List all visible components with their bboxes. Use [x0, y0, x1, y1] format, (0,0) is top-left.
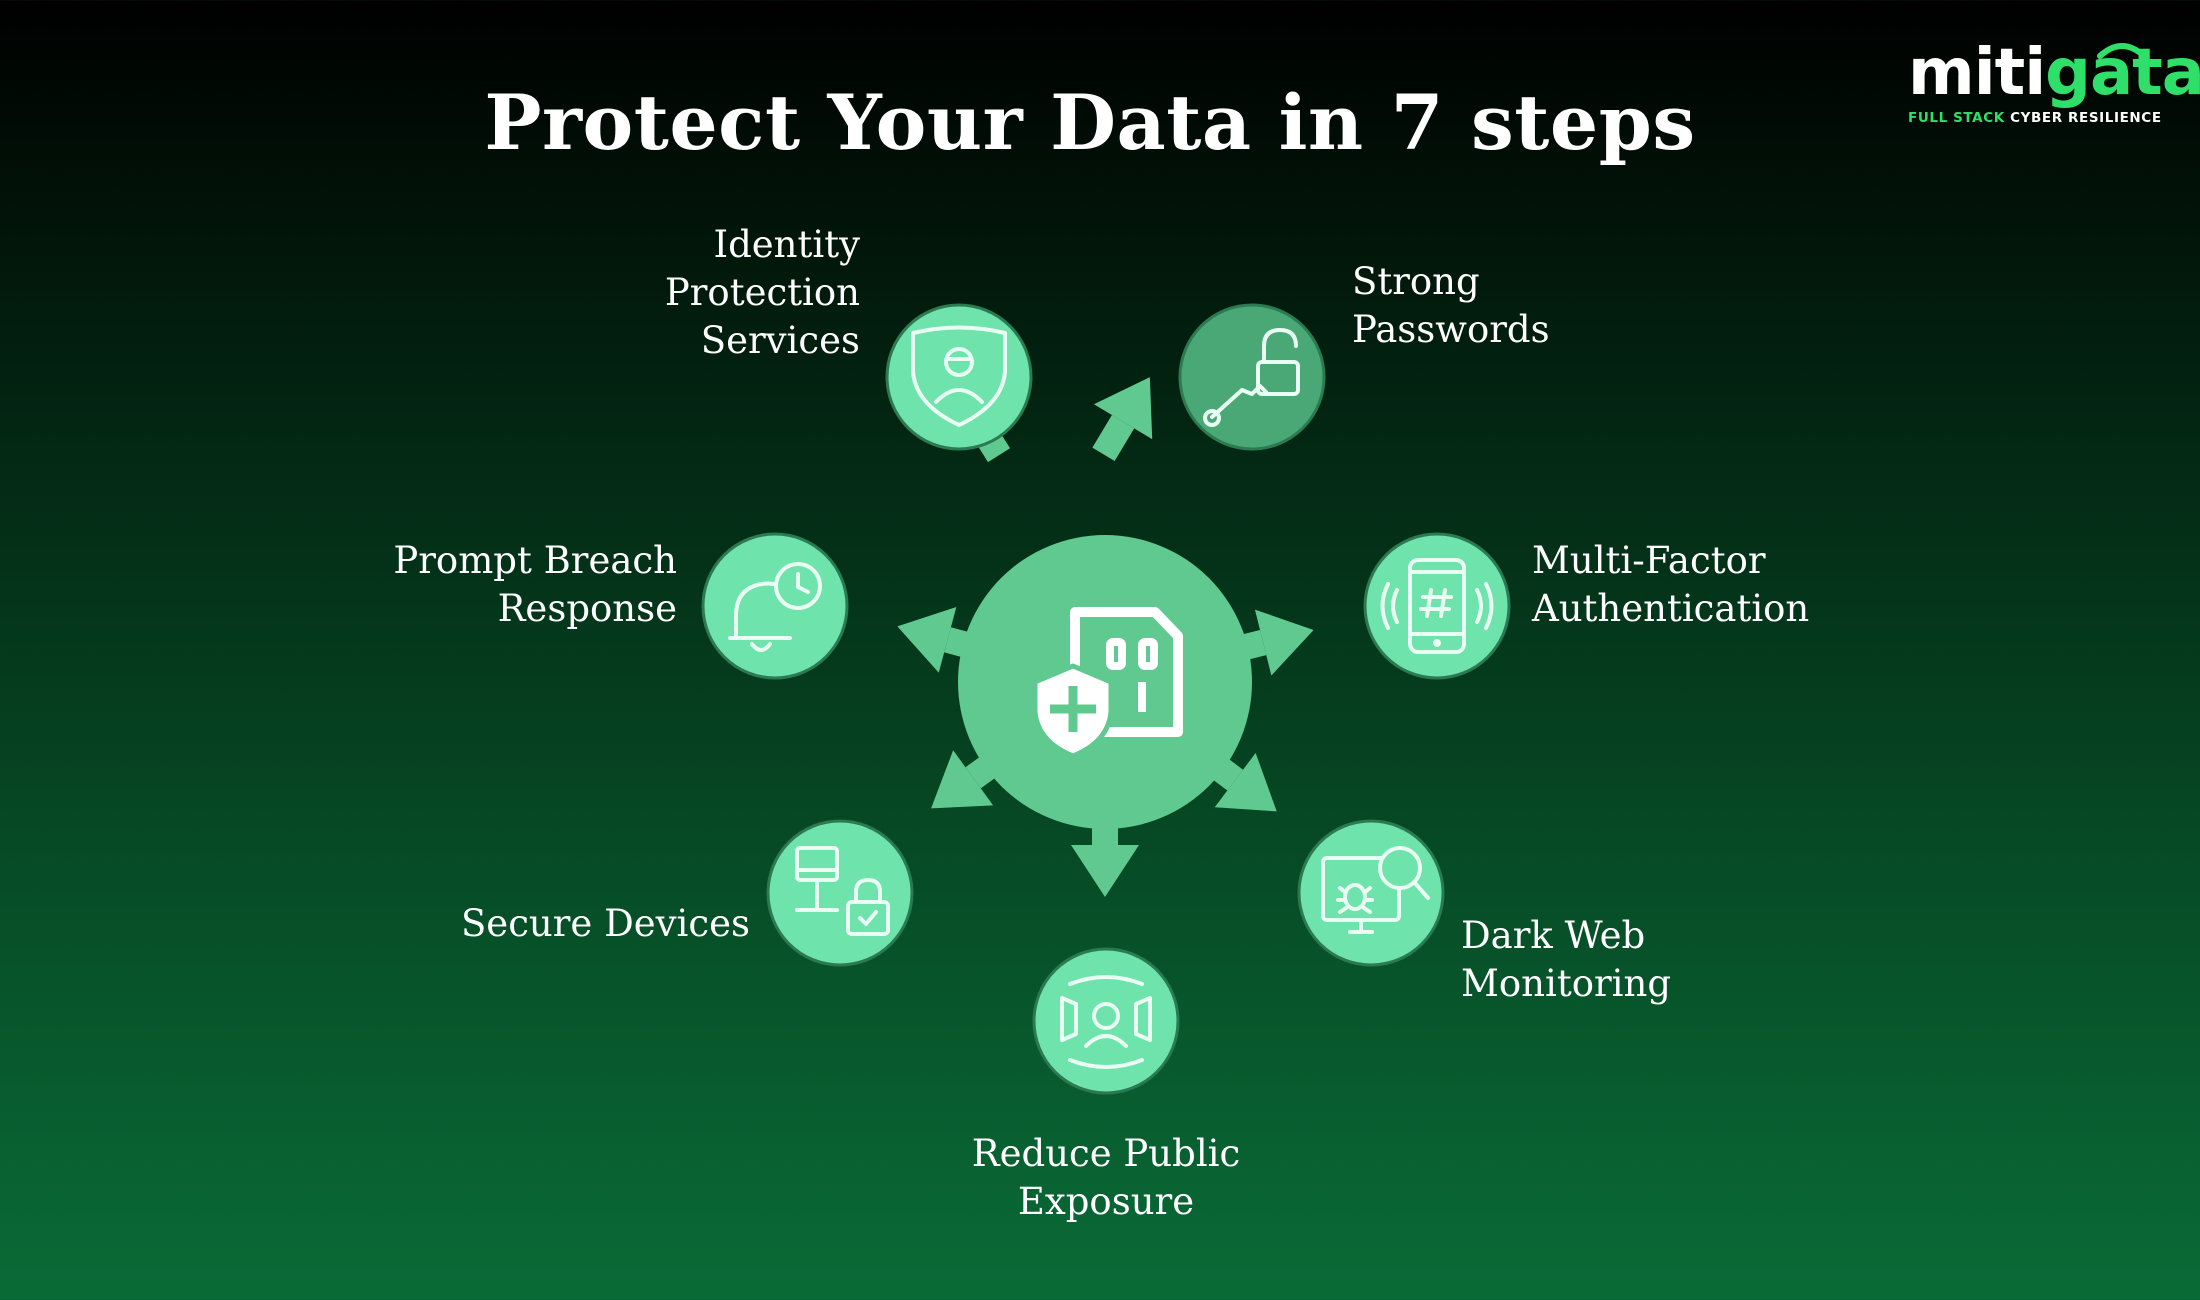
sim-shield-plus-icon — [1032, 607, 1183, 759]
page-title: Protect Your Data in 7 steps — [484, 78, 1696, 167]
logo-tagline: FULL STACK CYBER RESILIENCE — [1908, 110, 2162, 126]
step-node-mfa — [1363, 532, 1511, 680]
step-node-exposure — [1032, 947, 1180, 1095]
step-label-mfa: Multi-Factor Authentication — [1532, 539, 1810, 630]
step-label-exposure: Reduce Public Exposure — [971, 1132, 1241, 1223]
computer-lock-icon — [795, 846, 890, 936]
wifi-arc-icon — [2097, 43, 2147, 59]
step-node-darkweb — [1297, 819, 1445, 967]
public-exposure-icon — [1060, 975, 1152, 1069]
shield-user-icon — [911, 325, 1007, 427]
step-label-breach: Prompt Breach Response — [393, 539, 677, 630]
step-label-identity: Identity Protection Services — [664, 223, 860, 362]
step-node-breach — [701, 532, 849, 680]
bell-clock-icon — [728, 562, 822, 652]
step-node-devices — [766, 819, 914, 967]
step-node-passwords — [1178, 303, 1326, 451]
mitigata-logo: mitigata FULL STACK CYBER RESILIENCE — [1908, 36, 2200, 126]
step-label-devices: Secure Devices — [460, 902, 750, 945]
step-label-passwords: Strong Passwords — [1352, 260, 1550, 351]
logo-wordmark: mitigata — [1908, 36, 2200, 110]
monitor-bug-search-icon — [1321, 846, 1430, 934]
phone-hash-icon — [1380, 558, 1494, 654]
step-node-identity — [885, 303, 1033, 451]
unlock-key-icon — [1203, 328, 1300, 427]
arrow-up-right — [1092, 377, 1153, 461]
center-hub — [958, 535, 1252, 829]
step-label-darkweb: Dark Web Monitoring — [1461, 914, 1672, 1005]
